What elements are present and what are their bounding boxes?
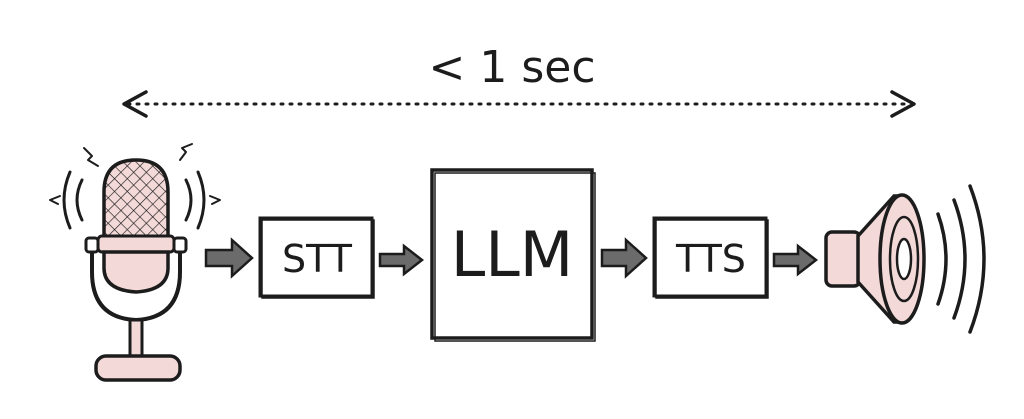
llm-label: LLM [451, 218, 574, 291]
latency-label: < 1 sec [428, 42, 595, 93]
arrow-llm-to-tts [600, 237, 648, 279]
arrow-mic-to-stt [204, 237, 254, 279]
latency-span-arrow [122, 90, 916, 118]
stt-box: STT [258, 216, 375, 299]
speaker-icon [824, 184, 986, 334]
microphone-icon [49, 143, 221, 382]
arrow-tts-to-speaker [772, 243, 819, 277]
llm-box: LLM [430, 168, 596, 342]
stt-label: STT [282, 237, 353, 281]
tts-label: TTS [675, 237, 746, 281]
arrow-stt-to-llm [378, 243, 425, 277]
tts-box: TTS [652, 216, 769, 299]
